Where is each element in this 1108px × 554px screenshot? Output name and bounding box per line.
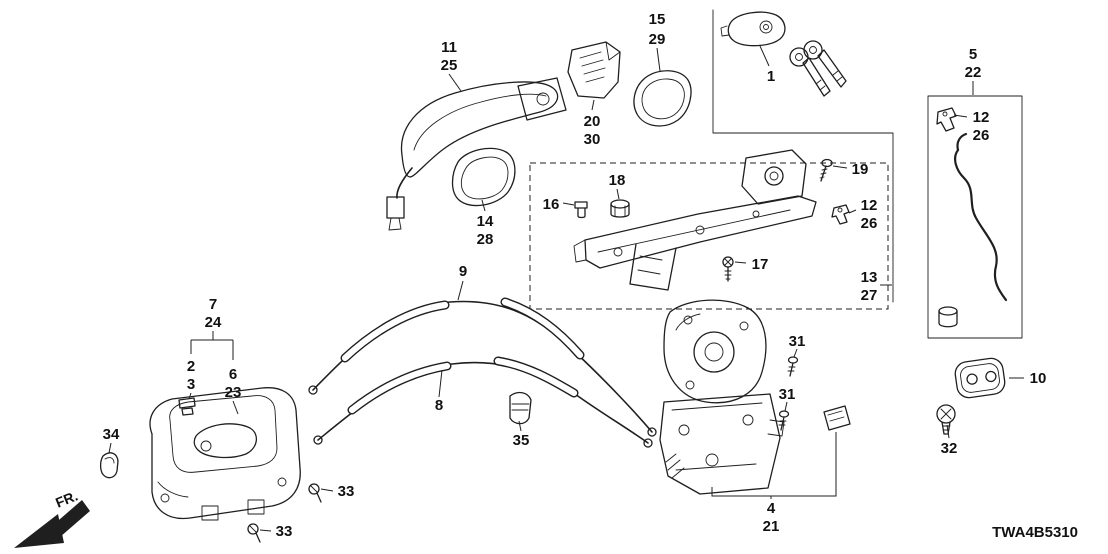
callout-text: 9 <box>459 263 467 280</box>
callout-text: 25 <box>441 57 458 74</box>
callout-text: 23 <box>225 384 242 401</box>
part-grommet-18 <box>610 199 630 218</box>
callout-18: 18 <box>609 172 626 189</box>
callout-11-25: 11 25 <box>441 39 458 74</box>
callout-33-lower: 33 <box>276 523 293 540</box>
part-cable-9 <box>308 297 657 437</box>
callout-text: 14 <box>477 213 494 230</box>
part-cable-8 <box>313 356 653 448</box>
callout-text: 27 <box>861 287 878 304</box>
callout-6-23: 6 23 <box>225 366 242 401</box>
callout-text: 18 <box>609 172 626 189</box>
part-door-latch-assembly <box>659 299 785 495</box>
callout-text: 33 <box>338 483 355 500</box>
callout-text: 11 <box>441 39 457 56</box>
callout-text: 33 <box>276 523 293 540</box>
callout-text: 21 <box>763 518 780 535</box>
part-handle-seal <box>633 70 692 127</box>
part-base-seal <box>451 147 516 207</box>
callout-text: 24 <box>205 314 222 331</box>
callout-32: 32 <box>941 440 958 457</box>
fr-direction-arrow: FR. <box>14 487 90 548</box>
callout-text: 30 <box>584 131 601 148</box>
callout-text: 17 <box>752 256 769 273</box>
part-outer-handle <box>386 77 567 231</box>
callout-text: 13 <box>861 269 878 286</box>
callout-19: 19 <box>852 161 869 178</box>
callout-text: 3 <box>187 376 195 393</box>
assembly-boundary-lines <box>529 9 1023 339</box>
part-grommet-16 <box>574 201 588 219</box>
callout-1: 1 <box>767 68 775 85</box>
callout-8: 8 <box>435 397 443 414</box>
callout-text: 16 <box>543 196 560 213</box>
callout-text: 5 <box>969 46 977 63</box>
part-striker <box>954 357 1006 399</box>
fr-label: FR. <box>53 487 80 510</box>
part-screw-31-lower <box>778 410 790 431</box>
part-inner-handle-assembly <box>149 387 301 521</box>
part-screw-19 <box>819 158 833 182</box>
callout-text: 4 <box>767 500 776 517</box>
part-screw-31-upper <box>787 356 799 377</box>
part-cable-clamp <box>509 391 532 425</box>
part-handle-base-bracket <box>573 149 817 291</box>
callout-10: 10 <box>1030 370 1047 387</box>
leader-lines <box>108 45 1024 532</box>
callout-34: 34 <box>103 426 120 443</box>
part-screw-33-upper <box>308 483 322 503</box>
callout-text: 31 <box>789 333 806 350</box>
callout-35: 35 <box>513 432 530 449</box>
callout-33-upper: 33 <box>338 483 355 500</box>
callout-text: 35 <box>513 432 530 449</box>
part-cylinder-cover <box>567 41 621 99</box>
callout-text: 2 <box>187 358 195 375</box>
callout-31-upper: 31 <box>789 333 806 350</box>
callout-text: 20 <box>584 113 601 130</box>
callout-5-22: 5 22 <box>965 46 982 81</box>
part-screw-17 <box>722 256 734 282</box>
callout-12-26-right: 12 26 <box>973 109 990 144</box>
callout-text: 8 <box>435 397 443 414</box>
part-latch-connector <box>823 405 851 431</box>
callout-text: 22 <box>965 64 982 81</box>
callout-text: 15 <box>649 11 666 28</box>
callout-labels: 11 25 15 29 20 30 1 5 22 12 26 19 16 18 <box>103 11 1047 540</box>
callout-12-26-mid: 12 26 <box>861 197 878 232</box>
part-bolt-32 <box>936 404 956 435</box>
callout-text: 10 <box>1030 370 1047 387</box>
part-cap-34 <box>99 452 119 479</box>
callout-text: 1 <box>767 68 775 85</box>
callout-16: 16 <box>543 196 560 213</box>
callout-13-27: 13 27 <box>861 269 878 304</box>
callout-text: 34 <box>103 426 120 443</box>
callout-31-lower: 31 <box>779 386 796 403</box>
callout-text: 28 <box>477 231 494 248</box>
part-screw-33-lower <box>247 523 261 543</box>
callout-15-29: 15 29 <box>649 11 666 48</box>
callout-text: 7 <box>209 296 217 313</box>
callout-text: 26 <box>861 215 878 232</box>
part-key-cylinder-set <box>720 11 847 97</box>
callout-text: 31 <box>779 386 796 403</box>
callout-20-30: 20 30 <box>584 113 601 148</box>
callout-7-24: 7 24 <box>205 296 222 331</box>
callout-4-21: 4 21 <box>763 500 780 535</box>
callout-14-28: 14 28 <box>477 213 494 248</box>
callout-text: 12 <box>861 197 878 214</box>
callout-text: 12 <box>973 109 990 126</box>
callout-17: 17 <box>752 256 769 273</box>
callout-text: 26 <box>973 127 990 144</box>
callout-2-3: 2 3 <box>187 358 195 393</box>
callout-9: 9 <box>459 263 467 280</box>
diagram-code: TWA4B5310 <box>992 524 1078 541</box>
part-lock-rod-assembly <box>936 107 1008 328</box>
callout-text: 6 <box>229 366 237 383</box>
callout-text: 32 <box>941 440 958 457</box>
part-clip-12-26-mid <box>831 204 850 225</box>
callout-text: 19 <box>852 161 869 178</box>
part-clip-2-3 <box>178 397 196 416</box>
callout-text: 29 <box>649 31 666 48</box>
